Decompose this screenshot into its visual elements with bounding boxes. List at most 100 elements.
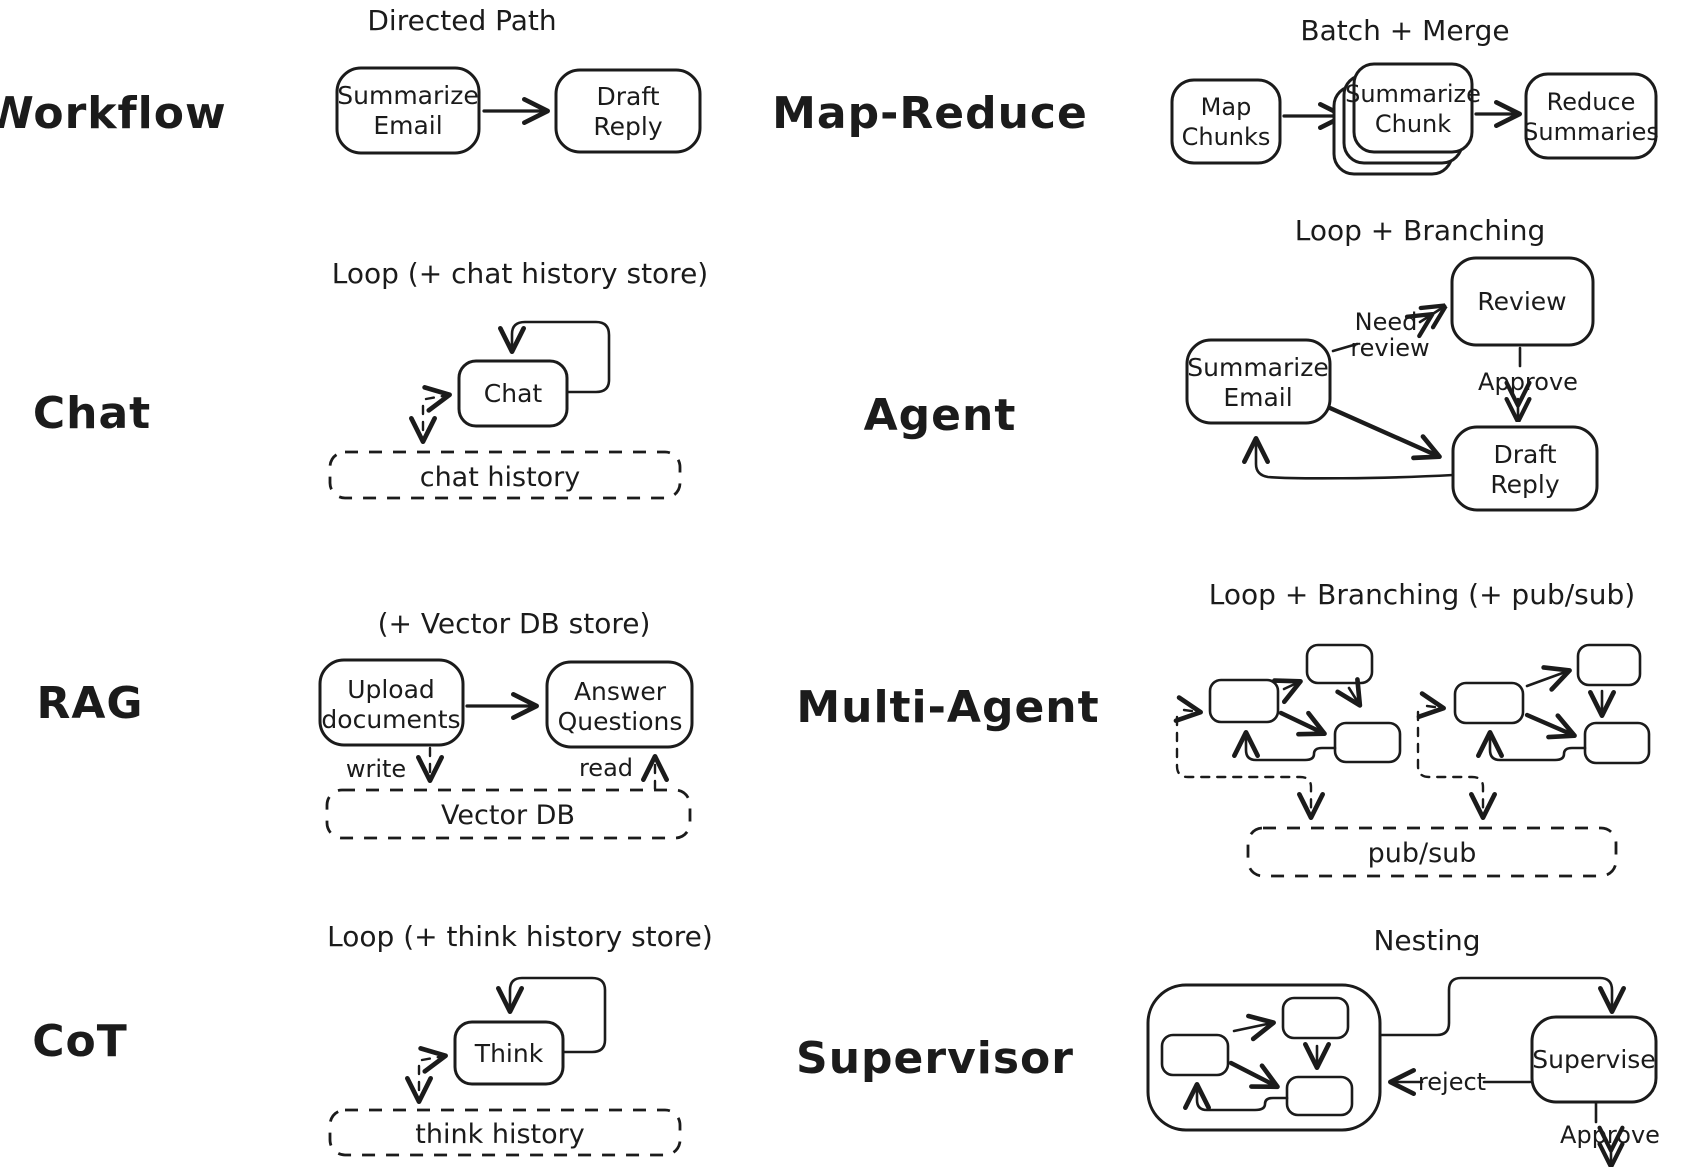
multi-agent-title: Loop + Branching (+ pub/sub): [1209, 578, 1635, 611]
supervisor-inner-arrow-a-to-b: [1232, 1013, 1276, 1042]
section-multi-agent: Multi-Agent Loop + Branching (+ pub/sub): [796, 578, 1651, 878]
chat-label: Chat: [33, 388, 151, 439]
cluster1-node-c: [1333, 721, 1402, 764]
map-reduce-node-summarize-chunk: [1352, 62, 1474, 154]
agent-need-review-label-line1: Need: [1355, 308, 1418, 336]
section-workflow: Workflow Directed Path Summarize Email D…: [0, 4, 702, 155]
supervisor-node-supervise: [1530, 1015, 1658, 1104]
section-rag: RAG (+ Vector DB store) Upload documents…: [36, 607, 694, 840]
agent-summarize-email-line1: Summarize: [1187, 353, 1328, 382]
rag-vector-db-label: Vector DB: [441, 800, 575, 831]
rag-upload-line1: Upload: [347, 675, 435, 704]
cot-entry-dashed-arrow: [418, 1046, 448, 1074]
workflow-title: Directed Path: [367, 4, 556, 37]
map-reduce-title: Batch + Merge: [1300, 14, 1509, 47]
agent-draft-reply-line1: Draft: [1493, 440, 1556, 469]
chat-entry-dashed-arrow: [422, 385, 452, 413]
workflow-summarize-email-line1: Summarize: [337, 81, 478, 110]
multi-agent-cluster-2: [1416, 643, 1651, 820]
agent-node-review: [1450, 256, 1595, 347]
agent-summarize-email-line2: Email: [1223, 383, 1292, 412]
cluster1-return-loop: [1232, 730, 1337, 762]
chat-history-label: chat history: [420, 462, 581, 493]
supervisor-inner-node-a: [1160, 1033, 1230, 1077]
multi-agent-pubsub-label: pub/sub: [1368, 838, 1477, 869]
cluster1-node-a: [1208, 678, 1280, 724]
cluster1-entry-dashed-arrow: [1173, 695, 1203, 724]
supervisor-label: Supervisor: [796, 1033, 1074, 1084]
map-reduce-label: Map-Reduce: [772, 88, 1088, 139]
workflow-summarize-email-line2: Email: [373, 111, 442, 140]
agent-node-draft-reply: [1451, 425, 1599, 512]
supervisor-approve-label: Approve: [1560, 1121, 1660, 1149]
section-map-reduce: Map-Reduce Batch + Merge Map Chunks Summ…: [772, 14, 1659, 176]
agent-need-review-tick: [1331, 342, 1359, 353]
rag-node-answer-questions: [545, 660, 694, 749]
rag-read-label: read: [579, 754, 633, 782]
cluster1-node-b: [1305, 643, 1374, 685]
cot-title: Loop (+ think history store): [327, 920, 713, 953]
agent-review-label: Review: [1477, 287, 1566, 316]
cluster1-arrow-a-to-b: [1272, 678, 1303, 705]
agent-approve-label: Approve: [1478, 368, 1578, 396]
rag-node-upload-documents: [318, 658, 465, 747]
cot-node-think: [453, 1020, 565, 1086]
rag-answer-line2: Questions: [558, 707, 683, 736]
cluster2-node-b: [1576, 643, 1642, 687]
map-chunks-line1: Map: [1201, 93, 1252, 121]
rag-answer-line1: Answer: [574, 677, 667, 706]
agent-summarize-to-draft-arrow: [1327, 405, 1442, 461]
workflow-draft-reply-line2: Reply: [593, 112, 662, 141]
supervisor-inner-arrow-a-to-c: [1228, 1060, 1280, 1090]
cot-think-history-label: think history: [415, 1119, 584, 1150]
section-chat: Chat Loop (+ chat history store) Chat ch…: [33, 257, 708, 500]
workflow-node-draft-reply: [554, 68, 702, 154]
workflow-label: Workflow: [0, 88, 227, 139]
cluster2-arrow-a-to-c: [1524, 712, 1577, 740]
section-supervisor: Supervisor Nesting Supervise reject Appr…: [796, 924, 1660, 1162]
cluster2-return-loop: [1476, 730, 1587, 762]
multi-agent-pubsub-store: [1246, 826, 1618, 878]
agent-need-review-label-line2: review: [1350, 334, 1429, 362]
cluster2-arrow-a-to-b: [1525, 665, 1572, 692]
cot-label: CoT: [32, 1016, 128, 1067]
supervisor-title: Nesting: [1373, 924, 1480, 957]
agent-label: Agent: [864, 390, 1017, 441]
supervisor-inner-node-b: [1281, 996, 1350, 1040]
cluster2-entry-dashed-arrow: [1416, 691, 1446, 720]
chat-node-chat: [457, 359, 569, 428]
cluster1-arrow-b-to-c: [1335, 677, 1363, 708]
agent-title: Loop + Branching: [1295, 214, 1545, 247]
section-cot: CoT Loop (+ think history store) Think t…: [32, 920, 713, 1157]
cot-self-loop-arrow: [496, 976, 607, 1054]
map-chunks-line2: Chunks: [1182, 123, 1271, 151]
workflow-draft-reply-line1: Draft: [596, 82, 659, 111]
supervisor-inner-node-c: [1285, 1075, 1354, 1117]
reduce-summaries-line1: Reduce: [1547, 88, 1636, 116]
agent-draft-reply-line2: Reply: [1490, 470, 1559, 499]
map-reduce-node-reduce-summaries: [1524, 72, 1658, 160]
rag-vector-db-store: [325, 788, 692, 840]
chat-node-label: Chat: [484, 379, 543, 408]
multi-agent-label: Multi-Agent: [796, 682, 1099, 733]
section-agent: Agent Loop + Branching Review Summarize …: [864, 214, 1599, 512]
cluster2-node-c: [1583, 721, 1651, 765]
workflow-node-summarize-email: [335, 66, 481, 155]
multi-agent-cluster-1: [1173, 643, 1402, 820]
supervisor-container-to-supervise-arrow: [1378, 976, 1626, 1037]
rag-write-label: write: [346, 755, 406, 783]
reduce-summaries-line2: Summaries: [1523, 118, 1659, 146]
supervisor-reject-label: reject: [1418, 1068, 1486, 1096]
rag-label: RAG: [36, 678, 143, 729]
rag-upload-line2: documents: [321, 705, 460, 734]
supervisor-inner-return-loop: [1183, 1082, 1289, 1112]
chat-title: Loop (+ chat history store): [332, 257, 708, 290]
chat-self-loop-arrow: [498, 320, 611, 394]
summarize-chunk-line1: Summarize: [1345, 80, 1481, 108]
agent-need-review-arrow: [1420, 308, 1442, 322]
agent-node-summarize-email: [1185, 338, 1332, 425]
cluster1-to-pubsub-dashed: [1175, 715, 1325, 820]
cot-think-label: Think: [474, 1039, 544, 1068]
